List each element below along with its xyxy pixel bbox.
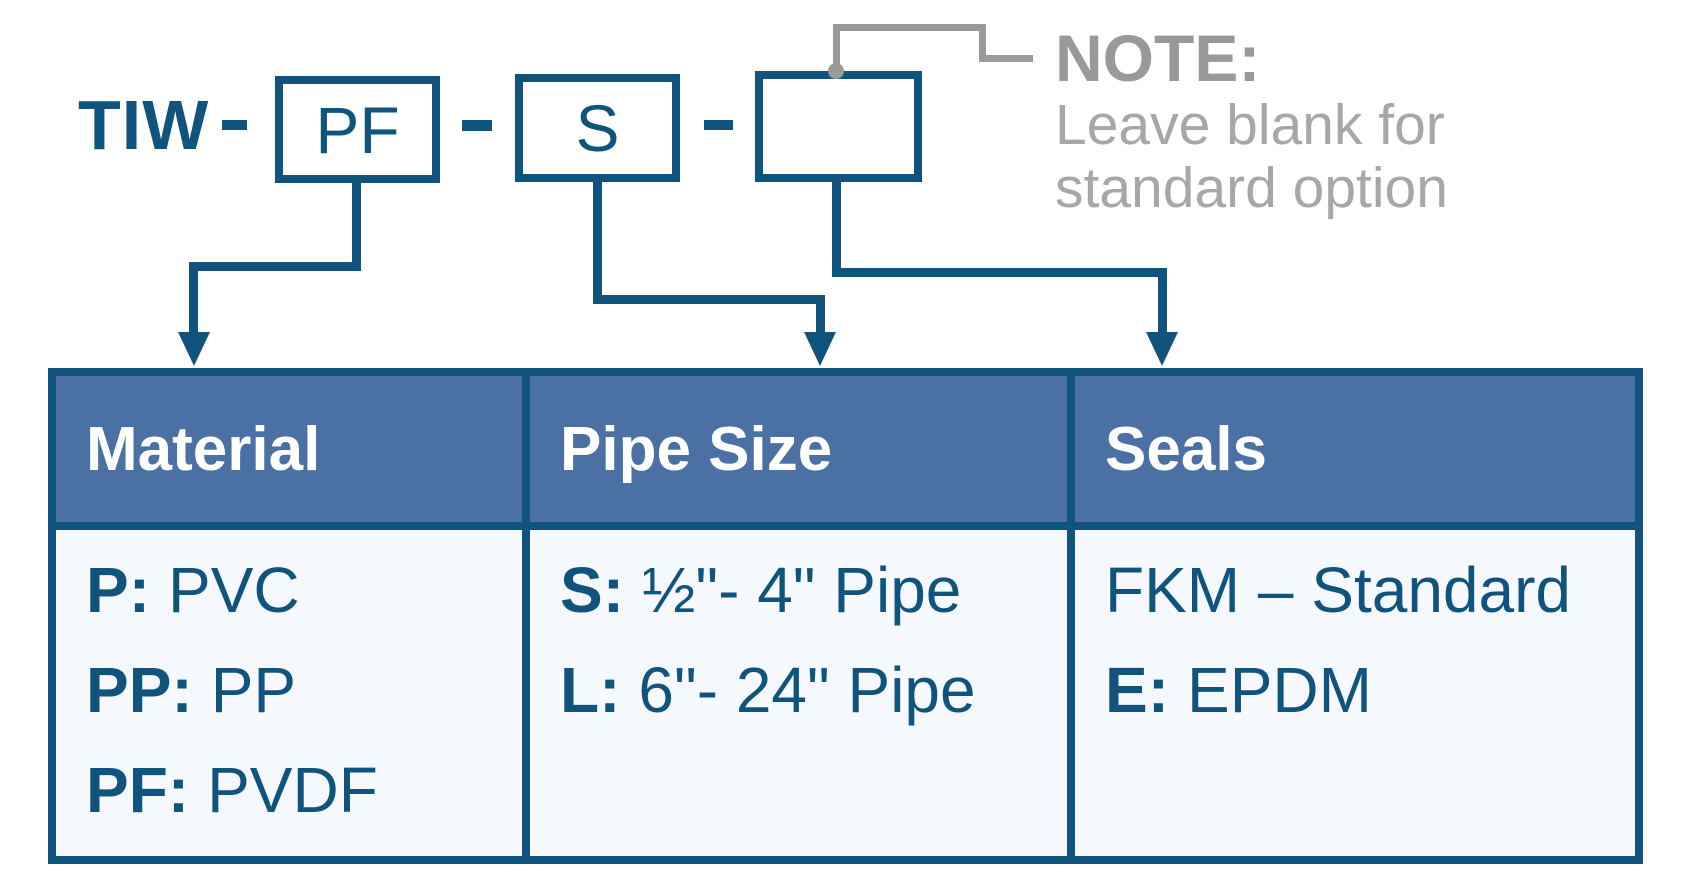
- option-code: P:: [86, 554, 150, 626]
- seals-options-cell: FKM – Standard E:EPDM: [1075, 530, 1635, 856]
- option-code: E:: [1105, 654, 1169, 726]
- separator-dash-icon: [462, 120, 492, 131]
- option-row: PF:PVDF: [86, 740, 522, 840]
- pipe-size-connector-segment: [816, 295, 825, 334]
- material-connector-segment: [352, 183, 361, 271]
- option-label: PP: [210, 654, 297, 726]
- note-connector-segment: [833, 24, 986, 31]
- option-code: PF:: [86, 754, 190, 826]
- material-options-cell: P:PVC PP:PP PF:PVDF: [56, 530, 522, 856]
- material-column-header: Material: [56, 376, 522, 522]
- note-title: NOTE:: [1055, 21, 1261, 95]
- note-connector-segment: [979, 24, 986, 62]
- part-prefix: TIW: [78, 86, 210, 164]
- option-label: EPDM: [1187, 654, 1372, 726]
- pipe-size-code-box: S: [515, 74, 680, 182]
- note-connector-segment: [979, 55, 1033, 62]
- seals-connector-segment: [832, 268, 1167, 277]
- material-connector-segment: [189, 262, 361, 271]
- pipe-size-options-cell: S:½"- 4" Pipe L:6"- 24" Pipe: [530, 530, 1067, 856]
- option-label: PVDF: [207, 754, 378, 826]
- option-row: FKM – Standard: [1105, 540, 1635, 640]
- option-label: ½"- 4" Pipe: [642, 554, 962, 626]
- pipe-size-column-header: Pipe Size: [530, 376, 1067, 522]
- pipe-size-connector-segment: [593, 295, 825, 304]
- arrow-down-icon: [1146, 332, 1178, 366]
- seals-connector-segment: [832, 182, 841, 277]
- option-row: L:6"- 24" Pipe: [560, 640, 1067, 740]
- option-row: S:½"- 4" Pipe: [560, 540, 1067, 640]
- option-row: PP:PP: [86, 640, 522, 740]
- arrow-down-icon: [804, 332, 836, 366]
- seals-column-header: Seals: [1075, 376, 1635, 522]
- note-block: NOTE: Leave blank for standard option: [1055, 22, 1448, 220]
- arrow-down-icon: [178, 332, 210, 366]
- seals-code-box: [755, 71, 922, 182]
- separator-dash-icon: [704, 120, 733, 130]
- option-label: 6"- 24" Pipe: [638, 654, 976, 726]
- separator-dash-icon: [222, 120, 247, 130]
- option-row: P:PVC: [86, 540, 522, 640]
- material-code-value: PF: [315, 92, 400, 167]
- note-line: Leave blank for: [1055, 93, 1445, 157]
- note-line: standard option: [1055, 156, 1448, 220]
- pipe-size-connector-segment: [593, 182, 602, 304]
- option-label: PVC: [168, 554, 300, 626]
- material-code-box: PF: [275, 76, 440, 183]
- option-label: FKM – Standard: [1105, 554, 1571, 626]
- option-code: L:: [560, 654, 621, 726]
- option-code: PP:: [86, 654, 193, 726]
- option-row: E:EPDM: [1105, 640, 1635, 740]
- material-connector-segment: [189, 262, 198, 334]
- option-code: S:: [560, 554, 624, 626]
- note-connector-dot-icon: [828, 63, 844, 79]
- seals-connector-segment: [1158, 268, 1167, 334]
- options-table: Material Pipe Size Seals P:PVC PP:PP PF:…: [48, 368, 1643, 864]
- pipe-size-code-value: S: [575, 91, 620, 165]
- note-connector-segment: [833, 24, 840, 71]
